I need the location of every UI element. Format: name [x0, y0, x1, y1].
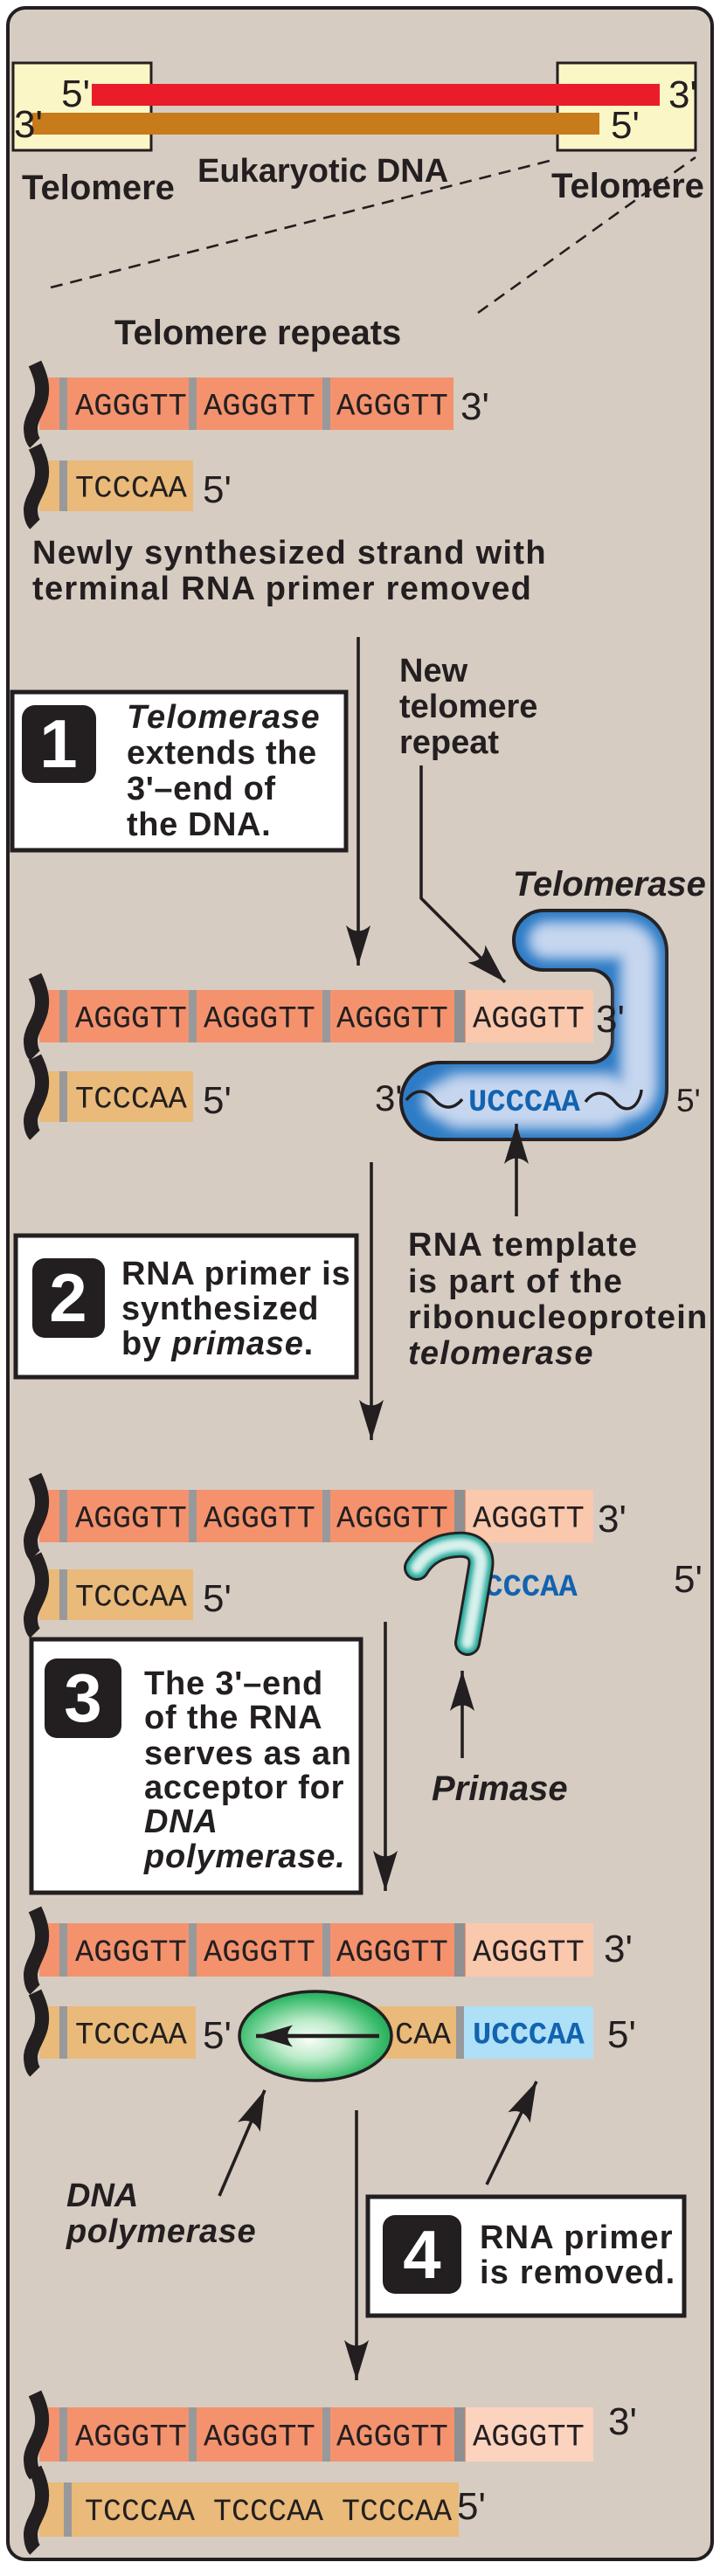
svg-text:serves as an: serves as an [144, 1735, 352, 1772]
svg-text:The 3'–end: The 3'–end [144, 1665, 323, 1702]
svg-text:Telomerase: Telomerase [513, 865, 706, 904]
svg-text:AGGGTT: AGGGTT [204, 1001, 315, 1037]
svg-text:3': 3' [668, 73, 697, 116]
svg-text:3': 3' [460, 385, 489, 428]
svg-text:polymerase.: polymerase. [143, 1839, 346, 1875]
svg-text:Newly synthesized strand with: Newly synthesized strand with [32, 535, 547, 571]
svg-text:2: 2 [49, 1259, 87, 1336]
svg-text:terminal RNA primer removed: terminal RNA primer removed [32, 571, 532, 607]
svg-text:extends the: extends the [127, 735, 317, 772]
svg-text:3': 3' [375, 1077, 402, 1118]
svg-text:5': 5' [674, 1558, 703, 1601]
svg-text:5': 5' [607, 2013, 636, 2056]
svg-text:3'–end of: 3'–end of [127, 771, 276, 807]
svg-text:AGGGTT: AGGGTT [75, 1501, 187, 1537]
svg-text:Eukaryotic DNA: Eukaryotic DNA [197, 153, 448, 190]
svg-text:3': 3' [14, 103, 43, 146]
svg-text:AGGGTT: AGGGTT [204, 1935, 315, 1970]
svg-text:AGGGTT: AGGGTT [75, 1001, 187, 1037]
svg-text:AGGGTT: AGGGTT [473, 2420, 585, 2455]
svg-text:AGGGTT: AGGGTT [336, 2420, 448, 2455]
svg-text:repeat: repeat [399, 724, 499, 761]
svg-text:TCCCAA: TCCCAA [75, 1580, 188, 1616]
svg-text:TCCCAA: TCCCAA [75, 2018, 188, 2053]
svg-text:3': 3' [596, 998, 625, 1041]
svg-text:Primase: Primase [432, 1769, 568, 1808]
svg-text:ribonucleoprotein: ribonucleoprotein [408, 1299, 708, 1336]
svg-text:AGGGTT: AGGGTT [204, 389, 315, 425]
svg-text:is removed.: is removed. [480, 2254, 675, 2291]
svg-text:3': 3' [598, 1498, 627, 1541]
svg-text:UCCCAA: UCCCAA [468, 1084, 581, 1120]
svg-text:is part of the: is part of the [408, 1264, 623, 1300]
svg-text:synthesized: synthesized [121, 1291, 319, 1327]
svg-text:polymerase: polymerase [66, 2213, 256, 2250]
svg-text:Telomerase: Telomerase [127, 699, 321, 736]
svg-text:5': 5' [457, 2485, 486, 2528]
svg-text:5': 5' [611, 104, 640, 147]
svg-text:3': 3' [608, 2400, 637, 2443]
svg-text:AGGGTT: AGGGTT [473, 1935, 585, 1970]
svg-text:DNA: DNA [144, 1804, 218, 1840]
svg-text:AGGGTT: AGGGTT [75, 2420, 187, 2455]
svg-text:UCCCAA: UCCCAA [473, 2018, 585, 2053]
svg-text:the DNA.: the DNA. [127, 807, 271, 843]
svg-text:acceptor for: acceptor for [144, 1769, 344, 1806]
svg-text:5': 5' [203, 1577, 232, 1620]
svg-text:by primase.: by primase. [121, 1326, 314, 1362]
svg-text:AGGGTT: AGGGTT [204, 1501, 315, 1537]
svg-text:AGGGTT: AGGGTT [473, 1001, 585, 1037]
svg-text:TCCCAA TCCCAA TCCCAA: TCCCAA TCCCAA TCCCAA [85, 2495, 452, 2530]
svg-text:AGGGTT: AGGGTT [473, 1501, 585, 1537]
svg-text:Telomere: Telomere [22, 169, 175, 207]
svg-text:5': 5' [203, 468, 232, 511]
svg-text:AGGGTT: AGGGTT [336, 1001, 448, 1037]
svg-text:3': 3' [604, 1928, 633, 1970]
svg-text:TCCCAA: TCCCAA [75, 1082, 188, 1118]
svg-text:TCCCAA: TCCCAA [75, 471, 188, 507]
svg-text:AGGGTT: AGGGTT [204, 2420, 315, 2455]
svg-text:CAA: CAA [395, 2018, 452, 2053]
svg-text:AGGGTT: AGGGTT [75, 1935, 187, 1970]
svg-text:5': 5' [61, 73, 90, 115]
svg-text:5': 5' [203, 2014, 232, 2057]
svg-text:4: 4 [403, 2216, 440, 2293]
svg-text:AGGGTT: AGGGTT [336, 389, 448, 425]
svg-text:telomerase: telomerase [408, 1335, 594, 1372]
svg-text:AGGGTT: AGGGTT [336, 1935, 448, 1970]
svg-text:Telomere repeats: Telomere repeats [114, 314, 401, 352]
svg-text:RNA primer is: RNA primer is [121, 1256, 350, 1292]
svg-text:AGGGTT: AGGGTT [336, 1501, 448, 1537]
svg-text:5': 5' [203, 1079, 232, 1122]
svg-text:1: 1 [39, 705, 77, 782]
svg-text:3: 3 [64, 1659, 101, 1736]
svg-text:of the RNA: of the RNA [144, 1700, 322, 1736]
svg-text:AGGGTT: AGGGTT [75, 389, 187, 425]
svg-text:telomere: telomere [399, 689, 537, 725]
svg-text:RNA template: RNA template [408, 1227, 638, 1264]
svg-text:New: New [399, 653, 468, 689]
svg-text:5': 5' [676, 1083, 701, 1118]
svg-text:DNA: DNA [66, 2178, 138, 2214]
svg-text:Telomere: Telomere [551, 167, 704, 205]
svg-text:RNA primer: RNA primer [480, 2219, 674, 2256]
